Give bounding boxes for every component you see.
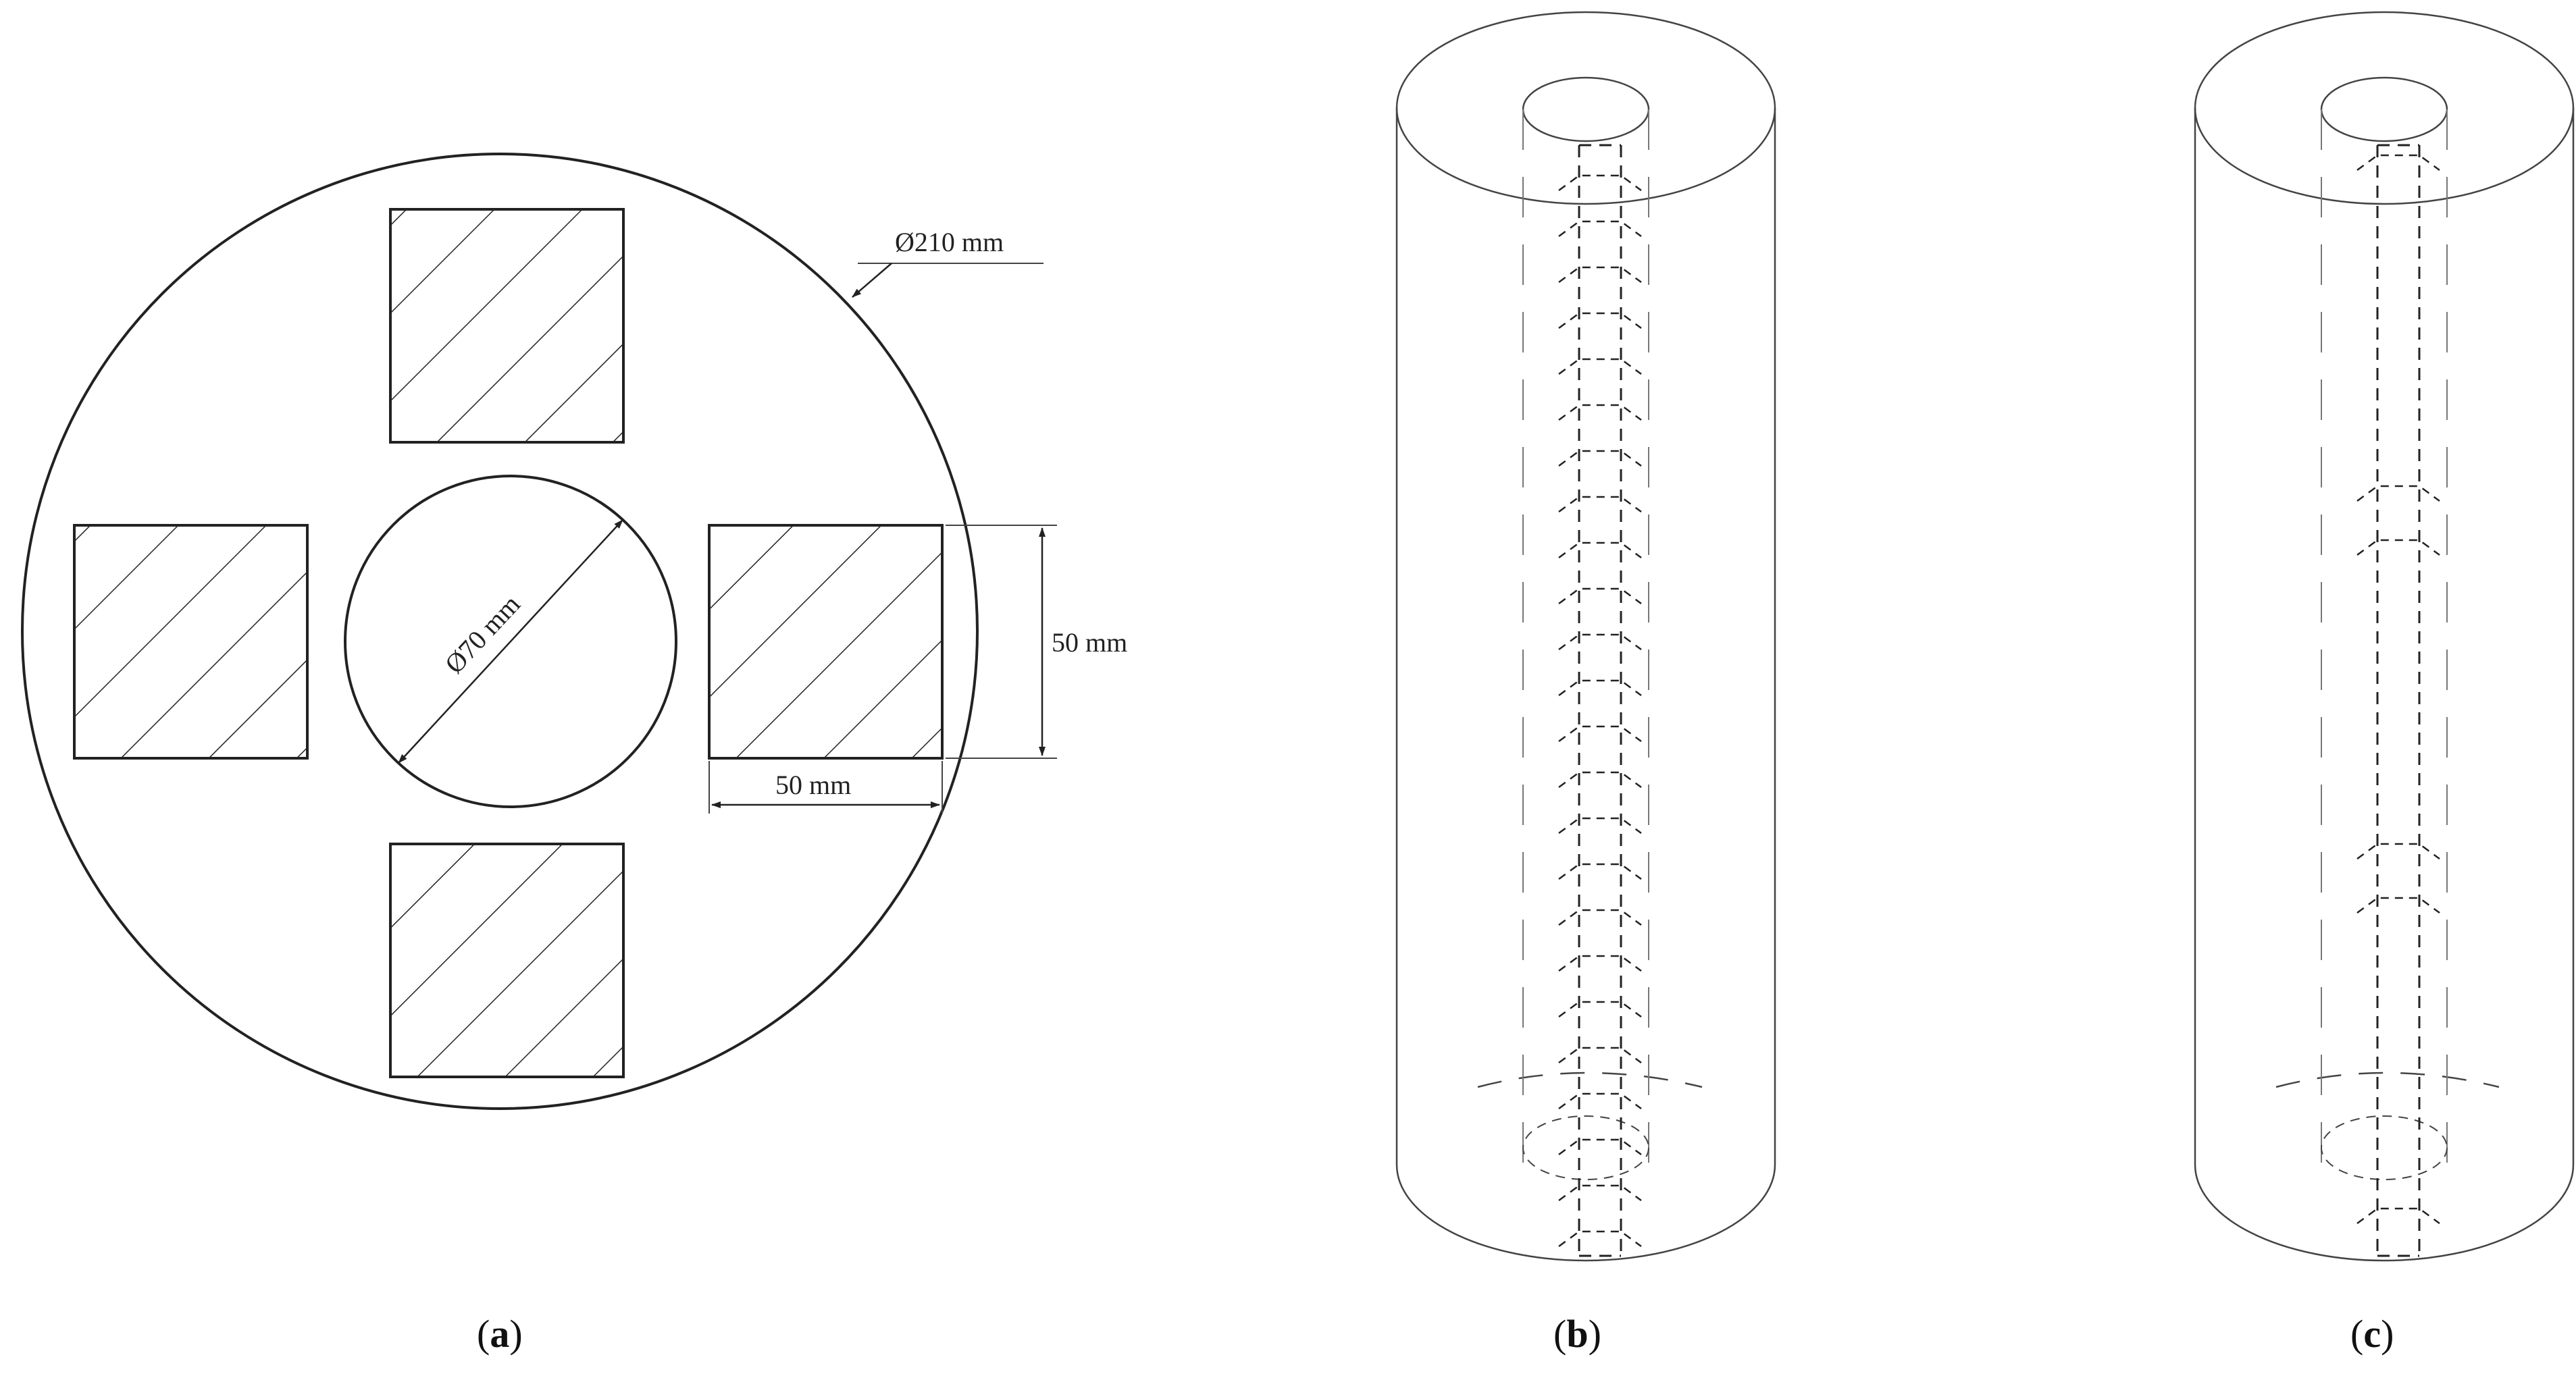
width-dimension: 50 mm [709,761,943,814]
specimen-cell-divider [1558,909,1642,926]
specimen-bottom [389,843,625,1078]
specimen-cell-divider [1558,955,1642,972]
specimen-cell-divider [1558,817,1642,835]
specimen-cells-b [1558,174,1642,1248]
specimen-cell-divider [2356,485,2440,502]
specimen-cell-divider [1558,174,1642,192]
specimen-cell-divider [1558,771,1642,789]
specimen-column-b [1578,144,1622,1257]
caption-a: (a) [477,1312,523,1356]
outer-cylinder-outline [21,153,979,1110]
panel-b-cylinder: (b) [1395,11,1776,1356]
specimen-cell-divider [1558,1047,1642,1064]
specimen-cell-divider [2356,897,2440,914]
outer-bottom-arc [2194,1164,2575,1262]
caption-c: (c) [2350,1312,2394,1356]
panel-c-cylinder: (c) [2194,11,2575,1356]
specimen-cell-divider [1558,266,1642,284]
inner-diameter-dimension: Ø70 mm [398,519,623,764]
specimen-cell-divider [1558,1138,1642,1156]
inner-core-outline [344,475,677,808]
specimen-cell-divider [1558,1001,1642,1018]
specimen-column-c [2376,144,2421,1257]
width-label: 50 mm [775,770,851,800]
specimen-cells-c [2356,154,2440,1225]
inner-bottom-ellipse [2321,1115,2448,1180]
inner-diameter-label: Ø70 mm [439,589,526,679]
specimen-cell-divider [1558,450,1642,467]
specimen-cell-divider [1558,863,1642,880]
specimen-cell-divider [2356,539,2440,556]
outer-bottom-hidden-arc [1477,1071,1703,1088]
height-dimension: 50 mm [946,525,1127,759]
specimen-cell-divider [1558,404,1642,421]
specimen-top [389,208,625,444]
specimen-right [708,524,944,760]
outer-bottom-hidden-arc [2275,1071,2500,1088]
panel-a-cross-section: Ø210 mm Ø70 mm 50 mm 50 mm (a) [21,153,1127,1356]
specimen-cell-divider [1558,679,1642,697]
inner-top-ellipse [2320,76,2448,142]
specimen-cell-divider [2356,154,2440,171]
specimen-cell-divider [1558,1092,1642,1110]
outer-top-ellipse [2194,11,2575,205]
inner-bottom-ellipse [1522,1115,1649,1180]
specimen-cell-divider [1558,496,1642,513]
specimen-cell-divider [1558,312,1642,329]
inner-top-ellipse [1522,76,1650,142]
specimen-cell-divider [1558,633,1642,651]
specimen-cell-divider [1558,541,1642,559]
specimen-cell-divider [1558,587,1642,605]
specimen-left [73,524,309,760]
specimen-cell-divider [2356,843,2440,860]
specimen-cell-divider [1558,725,1642,743]
specimen-cell-divider [1558,1230,1642,1248]
specimen-cell-divider [1558,1184,1642,1202]
outer-diameter-dimension: Ø210 mm [852,227,1044,298]
specimen-cell-divider [2356,1207,2440,1225]
specimen-cell-divider [1558,358,1642,375]
outer-diameter-label: Ø210 mm [895,227,1004,257]
specimen-cell-divider [1558,220,1642,238]
outer-bottom-arc [1395,1164,1776,1262]
height-label: 50 mm [1052,627,1127,658]
caption-b: (b) [1553,1312,1601,1356]
